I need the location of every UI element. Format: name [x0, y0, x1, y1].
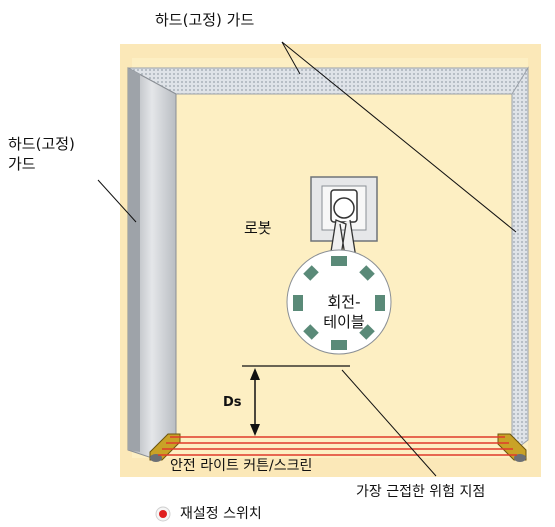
leader-top-guard-a: [281, 41, 301, 75]
fixture-pad: [331, 256, 347, 266]
leader-left-guard: [97, 179, 137, 223]
fixture-pad: [303, 265, 319, 281]
reset-switch-dot: [159, 510, 167, 518]
ds-label: Ds: [223, 395, 242, 410]
leader-top-guard-b: [281, 41, 517, 233]
leader-lines: [97, 41, 517, 477]
light-curtain-beams: [158, 436, 517, 456]
reset-switch-label: 재설정 스위치: [180, 506, 262, 522]
nearest-hazard-label: 가장 근접한 위험 지점: [356, 484, 486, 500]
hard-guard-top-label: 하드(고정) 가드: [155, 11, 255, 29]
left-hard-guard-edge: [128, 68, 140, 452]
fixture-pad: [359, 265, 375, 281]
hard-guard-left-label: 하드(고정) 가드: [8, 135, 75, 173]
ds-arrow-up: [250, 368, 260, 380]
fixture-pad: [359, 324, 375, 340]
right-mesh-guard: [511, 66, 529, 453]
fixture-pad: [303, 324, 319, 340]
ds-arrow-down: [250, 424, 260, 436]
light-curtain-receiver: [497, 433, 527, 461]
light-curtain-emitter: [149, 433, 181, 461]
light-curtain-label: 안전 라이트 커튼/스크린: [170, 458, 313, 474]
robot-label: 로봇: [244, 219, 272, 237]
light-curtain-receiver-foot: [514, 454, 526, 462]
fixture-pad: [375, 295, 385, 311]
fixture-pad: [293, 295, 303, 311]
robot-shoulder: [333, 197, 355, 219]
turntable-label: 회전- 테이블: [323, 293, 365, 331]
top-mesh-guard: [127, 67, 529, 95]
leader-nearest-hazard: [341, 369, 437, 477]
fixture-pad: [331, 340, 347, 350]
turntable-fixtures: [293, 256, 385, 350]
light-curtain-emitter-foot: [150, 454, 162, 462]
